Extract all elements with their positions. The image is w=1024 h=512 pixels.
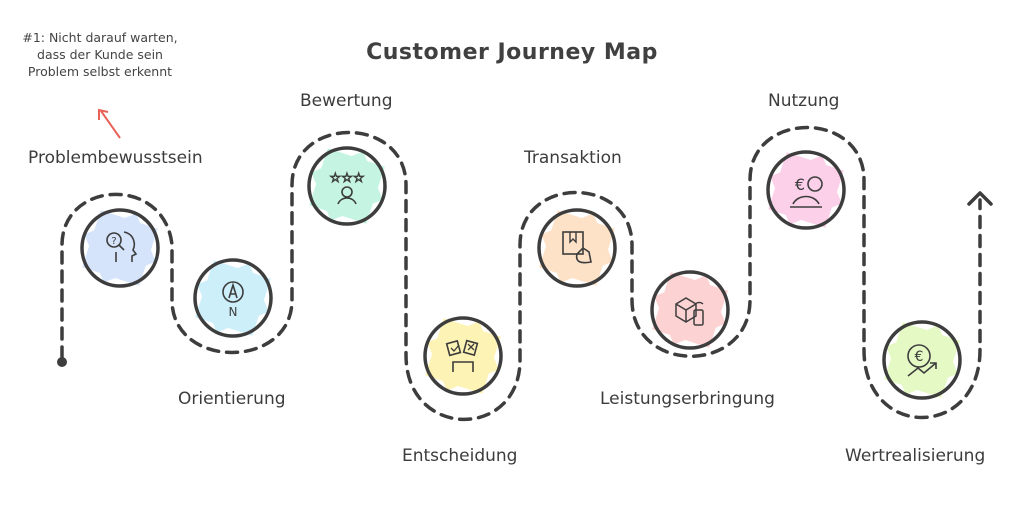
path-end-arrow bbox=[967, 191, 993, 206]
stage-circle bbox=[307, 146, 387, 226]
stage-label-wertrealisierung: Wertrealisierung bbox=[845, 446, 986, 466]
stage-circle bbox=[650, 270, 730, 350]
stage-label-leistungserbringung: Leistungserbringung bbox=[600, 389, 775, 409]
svg-text:☆☆☆: ☆☆☆ bbox=[330, 171, 365, 186]
stage-circle bbox=[766, 150, 846, 230]
svg-text:€: € bbox=[795, 175, 805, 194]
stage-node-entscheidung bbox=[423, 316, 503, 396]
head-question-icon: ? bbox=[106, 231, 138, 262]
stage-circle bbox=[193, 258, 273, 338]
stage-label-problembewusstsein: Problembewusstsein bbox=[28, 148, 203, 168]
annotation-note: #1: Nicht darauf warten, dass der Kunde … bbox=[22, 30, 178, 79]
svg-text:?: ? bbox=[111, 236, 116, 247]
delivery-box-phone-icon bbox=[675, 297, 704, 326]
rating-stars-icon: ☆☆☆ bbox=[329, 171, 365, 205]
stage-node-nutzung: € bbox=[766, 150, 846, 230]
decision-cards-icon bbox=[445, 339, 479, 372]
stage-node-wertrealisierung: € bbox=[882, 320, 962, 400]
user-cycle-icon: € bbox=[790, 175, 823, 208]
stage-label-orientierung: Orientierung bbox=[178, 389, 286, 409]
stage-label-transaktion: Transaktion bbox=[524, 148, 622, 168]
stage-circle bbox=[423, 316, 503, 396]
stage-label-bewertung: Bewertung bbox=[300, 91, 393, 111]
stage-node-problembewusstsein: ? bbox=[80, 208, 160, 288]
stage-node-bewertung: ☆☆☆ bbox=[307, 146, 387, 226]
path-start-marker bbox=[57, 352, 67, 367]
svg-text:€: € bbox=[915, 349, 924, 365]
stage-circle bbox=[882, 320, 962, 400]
euro-growth-icon: € bbox=[907, 344, 937, 377]
svg-text:N: N bbox=[229, 305, 238, 319]
stage-label-entscheidung: Entscheidung bbox=[402, 446, 518, 466]
stage-circle bbox=[80, 208, 160, 288]
package-hand-icon bbox=[562, 231, 592, 264]
journey-path bbox=[60, 125, 982, 422]
annotation-arrow bbox=[98, 108, 121, 139]
compass-icon: N bbox=[222, 281, 244, 319]
stage-circle bbox=[537, 208, 617, 288]
stage-node-transaktion bbox=[537, 208, 617, 288]
stage-node-leistungserbringung bbox=[650, 270, 730, 350]
page-title: Customer Journey Map bbox=[366, 40, 658, 65]
stage-node-orientierung: N bbox=[193, 258, 273, 338]
stage-label-nutzung: Nutzung bbox=[768, 91, 840, 111]
